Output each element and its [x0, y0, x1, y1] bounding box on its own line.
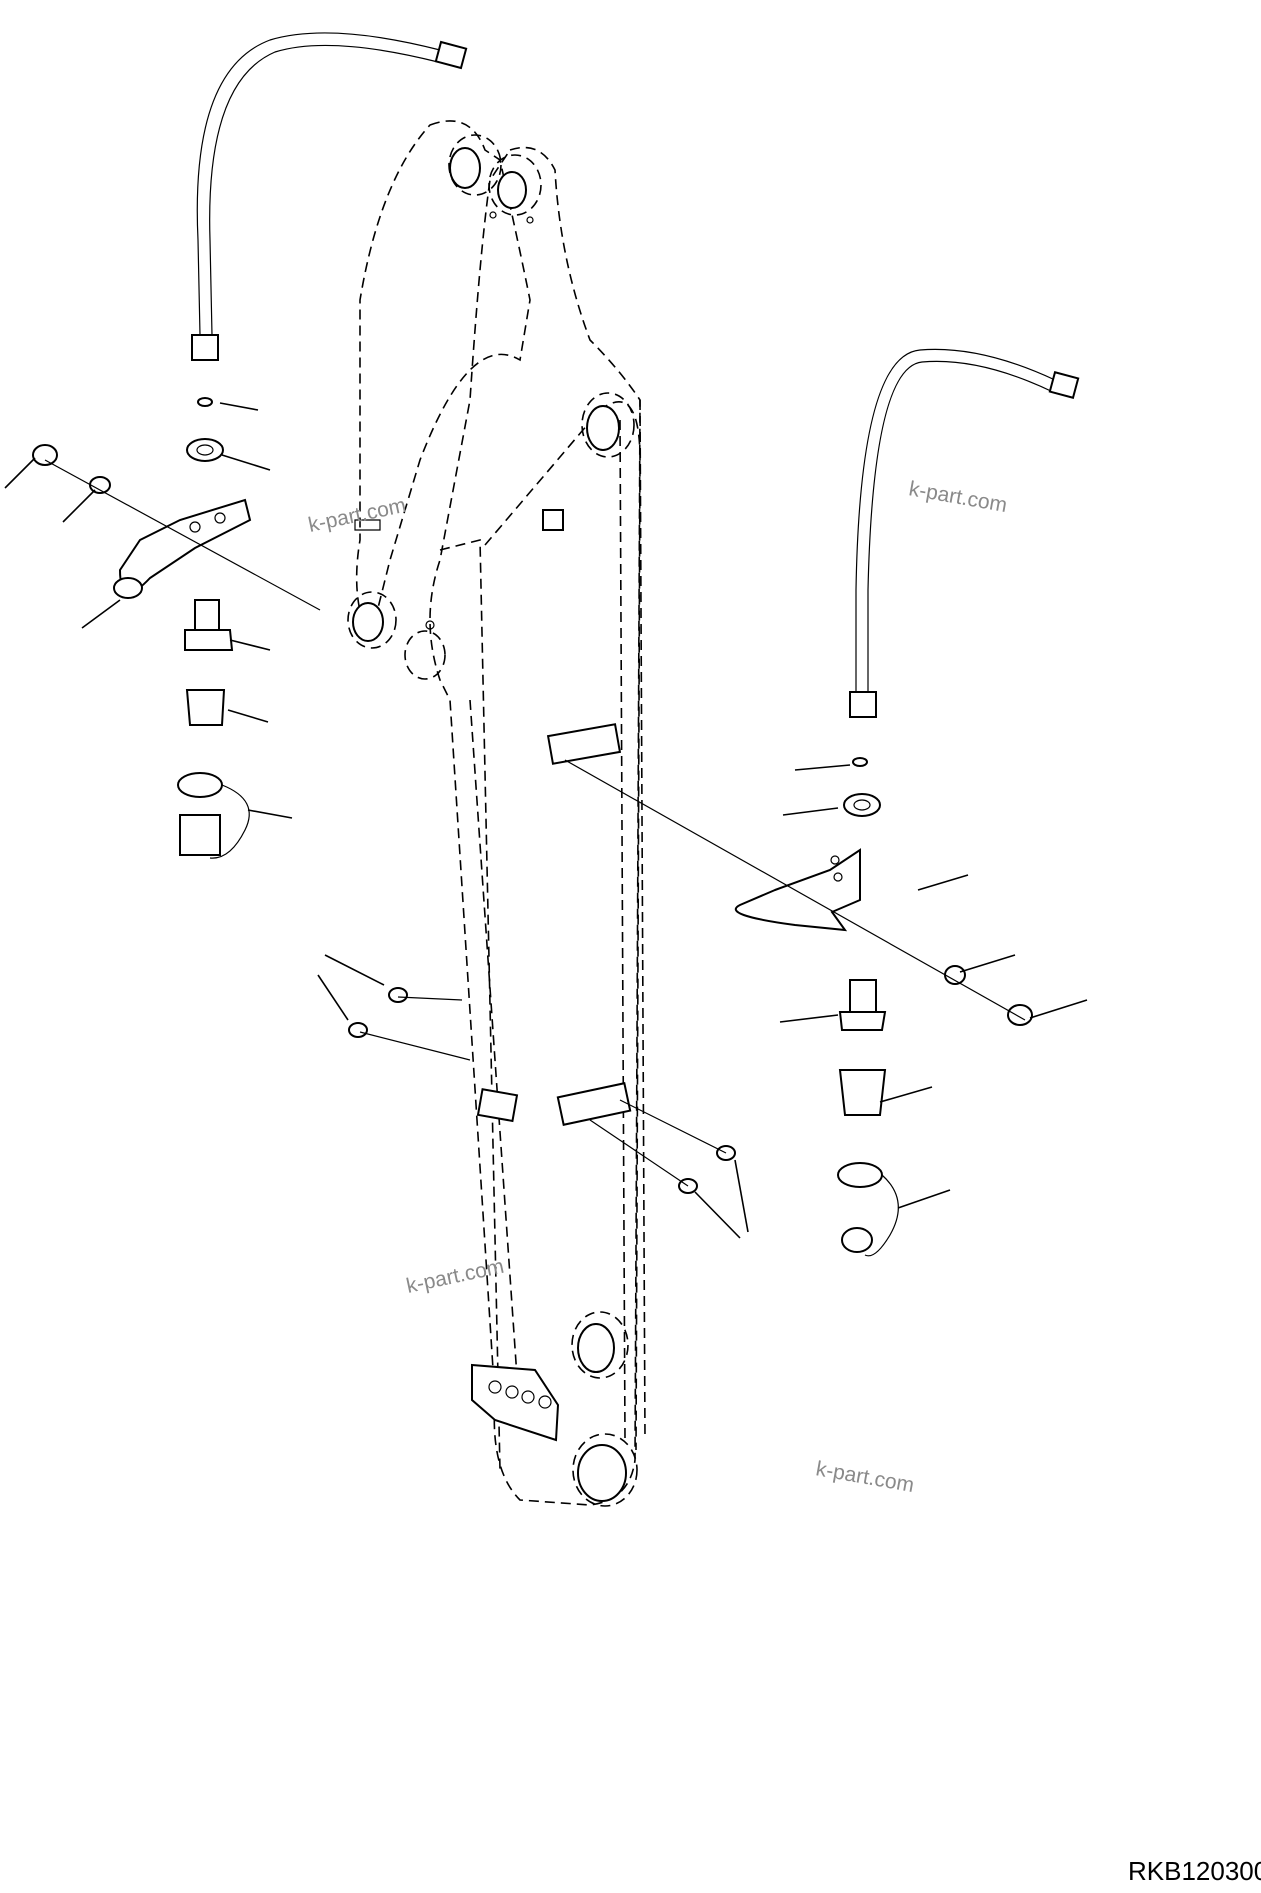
hose-left	[192, 33, 466, 360]
watermark-3: k-part.com	[404, 1255, 506, 1298]
watermark-2: k-part.com	[907, 477, 1009, 517]
leader-lines	[5, 403, 1087, 1238]
fittings-left	[33, 398, 320, 858]
fittings-right	[565, 758, 1032, 1256]
hose-right	[850, 349, 1078, 717]
drawing-code: RKB120300	[1128, 1856, 1261, 1886]
watermark-4: k-part.com	[814, 1457, 916, 1497]
arm-assembly	[348, 121, 645, 1506]
clamp-bolts-centre	[349, 988, 735, 1193]
